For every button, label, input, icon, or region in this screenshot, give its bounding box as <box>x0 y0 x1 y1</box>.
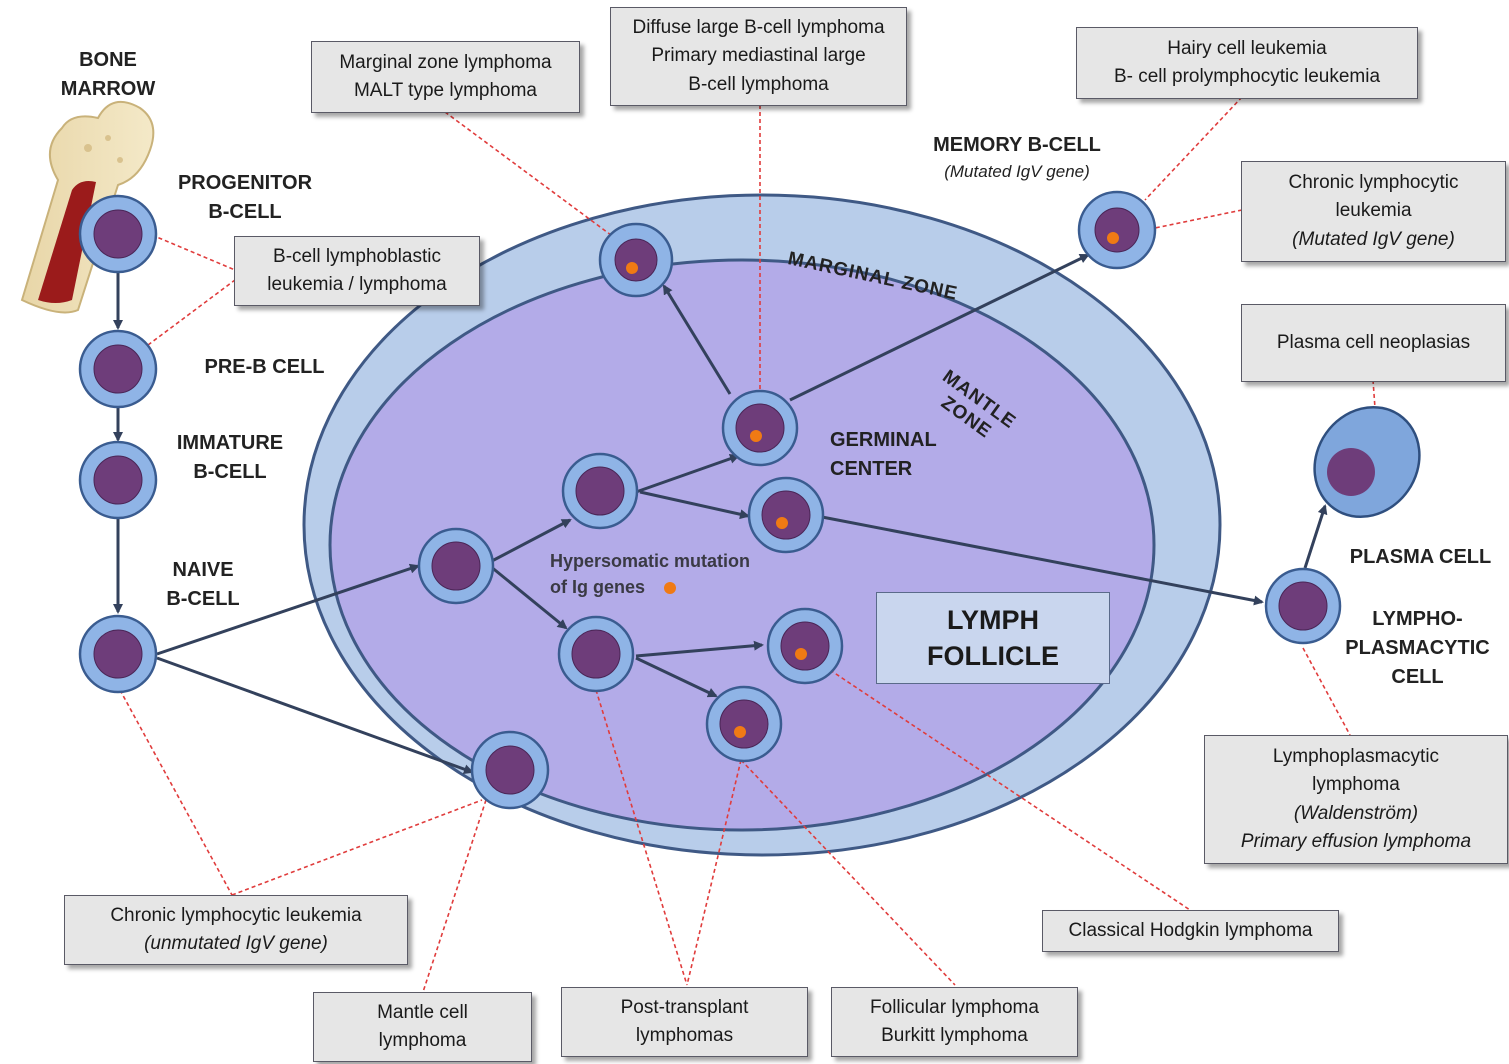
cell-nucleus <box>1278 581 1328 631</box>
progenitor-cell <box>78 194 158 274</box>
memory-sublabel: (Mutated IgV gene) <box>944 162 1090 181</box>
cell-nucleus <box>93 344 143 394</box>
cell-nucleus <box>1094 207 1140 253</box>
plasma-cell-neoplasias-box: Plasma cell neoplasias <box>1241 304 1506 382</box>
cells-layer <box>78 190 1342 810</box>
classical-hodgkin-box: Classical Hodgkin lymphoma <box>1042 910 1339 952</box>
mantle-zone-ellipse <box>328 258 1156 832</box>
cell-nucleus <box>614 238 658 282</box>
cell-nucleus <box>575 466 625 516</box>
centroblast-cell-1 <box>721 389 799 467</box>
mantle-zone-cell <box>470 730 550 810</box>
cell-nucleus <box>485 745 535 795</box>
marginal-zone-cell <box>598 222 674 298</box>
lymphoplasmacytic-label: LYMPHO- PLASMACYTIC CELL <box>1345 608 1490 688</box>
pre-b-cell <box>78 329 158 409</box>
cell-nucleus <box>431 541 481 591</box>
mutation-dot <box>626 262 638 274</box>
memory-label: MEMORY B-CELL (Mutated IgV gene) <box>912 131 1122 185</box>
cell-nucleus <box>571 629 621 679</box>
bone-marrow-icon <box>20 100 155 314</box>
mutation-dot <box>1107 232 1119 244</box>
germinal-cell-1 <box>417 527 495 605</box>
cell-nucleus <box>780 621 830 671</box>
leader-lines <box>119 96 1376 993</box>
hypersomatic-label: Hypersomatic mutation of Ig genes <box>550 551 751 598</box>
mutation-dot <box>734 726 746 738</box>
centroblast-cell-3 <box>766 607 844 685</box>
differentiation-arrows <box>113 253 1328 774</box>
immature-b-cell <box>78 440 158 520</box>
memory-b-cell <box>1077 190 1157 270</box>
cll-unmutated-box: Chronic lymphocytic leukemia (unmutated … <box>64 895 408 965</box>
centroblast-cell-4 <box>705 685 783 763</box>
mutation-dot <box>795 648 807 660</box>
cell-nucleus <box>93 455 143 505</box>
naive-b-cell <box>78 614 158 694</box>
lymph-follicle-box: LYMPH FOLLICLE <box>876 592 1110 684</box>
cell-nucleus <box>93 629 143 679</box>
plasma-cell-label: PLASMA CELL <box>1349 546 1492 568</box>
cell-nucleus <box>735 403 785 453</box>
pre-b-label: PRE-B CELL <box>204 356 325 378</box>
cell-nucleus <box>93 209 143 259</box>
mutation-dot <box>750 430 762 442</box>
plasma-cell <box>1313 405 1421 519</box>
germinal-cell-2 <box>561 452 639 530</box>
mutation-dot-legend-icon <box>664 582 677 595</box>
lymphoplasmacytic-cell <box>1264 567 1342 645</box>
cell-nucleus <box>761 490 811 540</box>
centroblast-cell-2 <box>747 476 825 554</box>
cell-nucleus <box>719 699 769 749</box>
germinal-cell-3 <box>557 615 635 693</box>
mutation-dot <box>776 517 788 529</box>
